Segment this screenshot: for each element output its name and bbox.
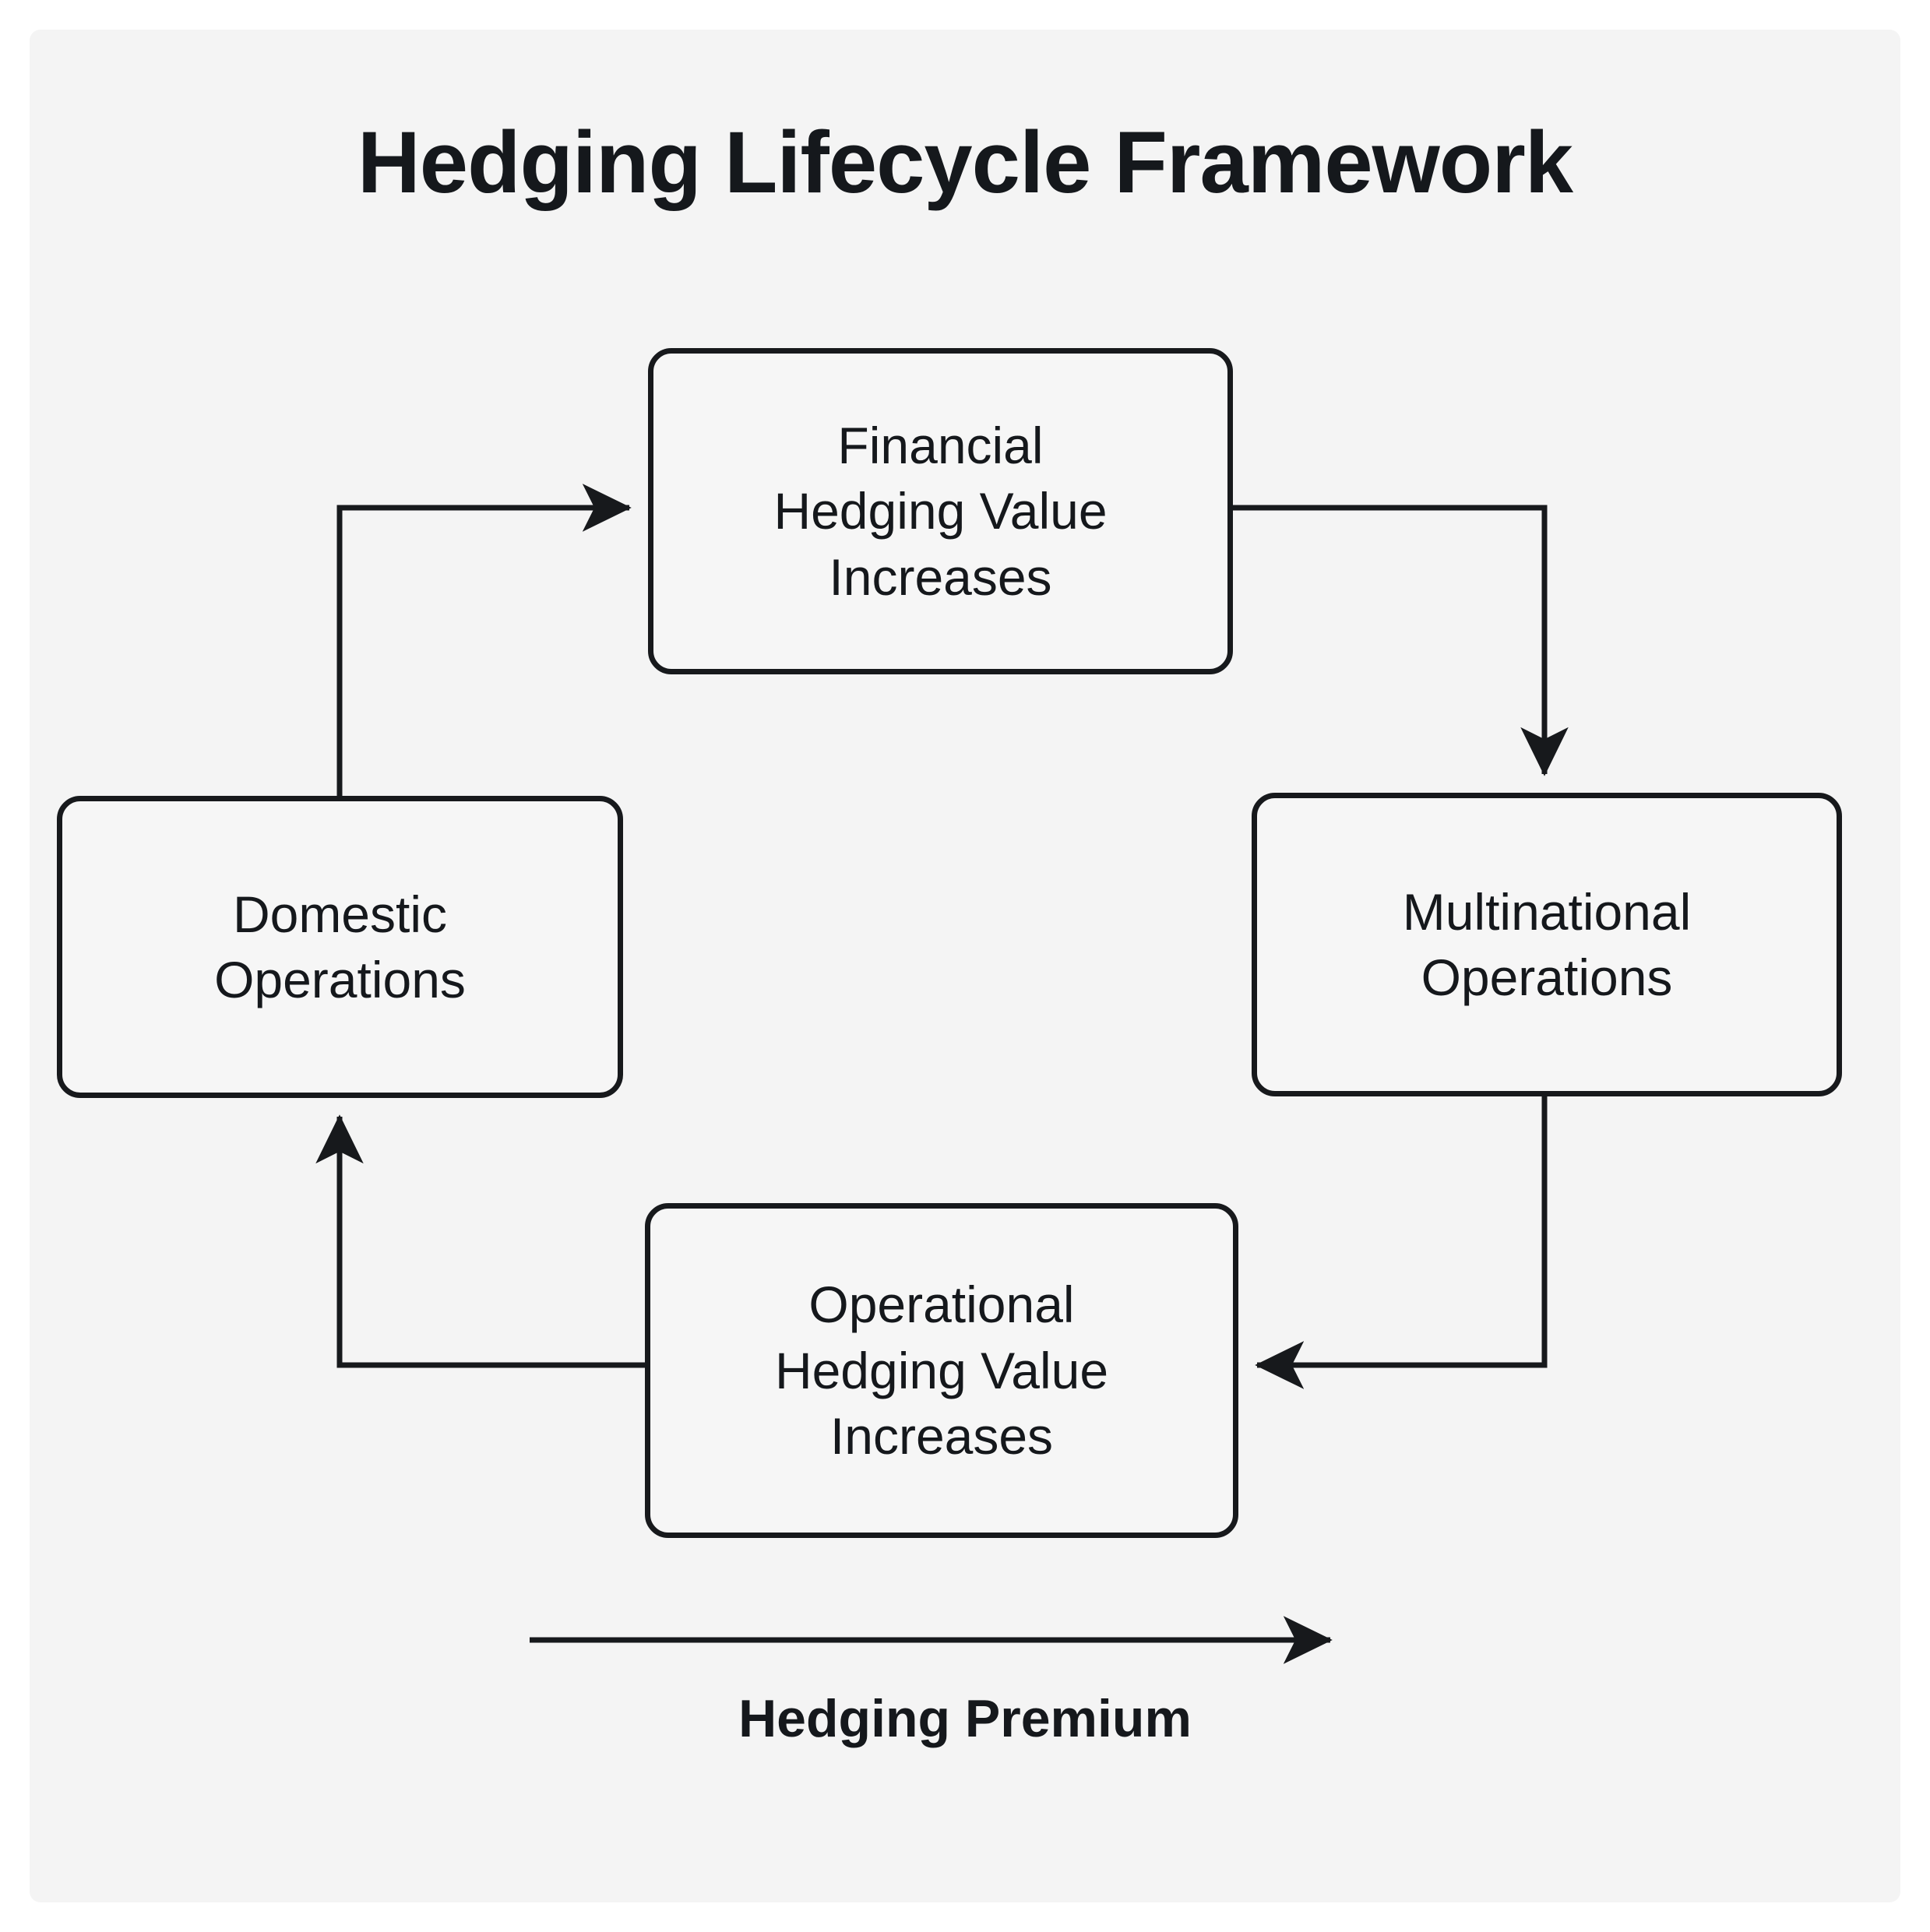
node-multinational-line-2: Operations bbox=[1421, 948, 1673, 1006]
node-domestic-operations[interactable]: Domestic Operations bbox=[57, 796, 623, 1098]
node-operational-hedging-value-increases[interactable]: Operational Hedging Value Increases bbox=[645, 1203, 1238, 1538]
node-multinational-label: Multinational Operations bbox=[1403, 879, 1692, 1011]
node-operational-label: Operational Hedging Value Increases bbox=[775, 1272, 1108, 1469]
edge-financial-to-multinational bbox=[1233, 505, 1569, 776]
hedging-lifecycle-diagram: Hedging Lifecycle Framework bbox=[30, 30, 1900, 1902]
node-financial-line-3: Increases bbox=[829, 547, 1052, 606]
page-title: Hedging Lifecycle Framework bbox=[357, 114, 1573, 211]
node-domestic-line-1: Domestic bbox=[232, 885, 448, 943]
node-financial-line-1: Financial bbox=[837, 416, 1044, 474]
node-operational-line-3: Increases bbox=[829, 1407, 1054, 1466]
node-financial-hedging-value-increases[interactable]: Financial Hedging Value Increases bbox=[648, 348, 1233, 674]
node-operational-line-2: Hedging Value bbox=[774, 1341, 1109, 1399]
node-operational-line-1: Operational bbox=[808, 1276, 1075, 1334]
edge-domestic-to-financial bbox=[336, 484, 632, 796]
edge-operational-to-domestic bbox=[315, 1114, 645, 1368]
node-financial-line-2: Hedging Value bbox=[773, 482, 1108, 540]
node-financial-label: Financial Hedging Value Increases bbox=[773, 413, 1107, 610]
node-domestic-line-2: Operations bbox=[214, 951, 466, 1008]
edge-multinational-to-operational bbox=[1255, 1096, 1548, 1389]
node-multinational-operations[interactable]: Multinational Operations bbox=[1252, 793, 1842, 1096]
diagram-canvas: Hedging Lifecycle Framework bbox=[30, 30, 1900, 1902]
hedging-premium-label: Hedging Premium bbox=[738, 1689, 1192, 1748]
node-domestic-label: Domestic Operations bbox=[214, 882, 466, 1013]
node-multinational-line-1: Multinational bbox=[1402, 882, 1692, 941]
